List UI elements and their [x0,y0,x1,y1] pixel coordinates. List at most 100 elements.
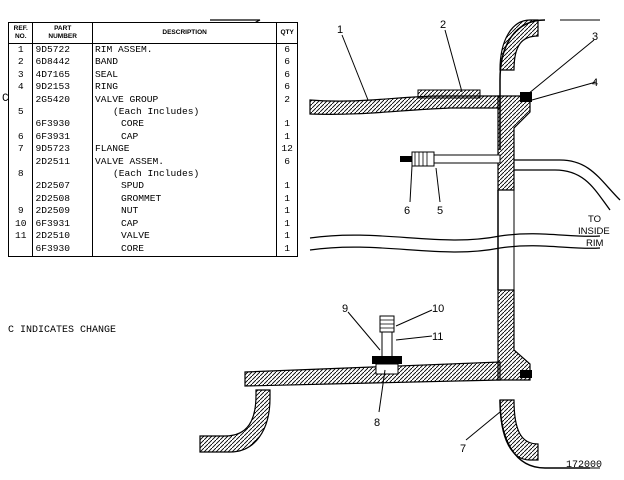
qty-cell: 2 [284,93,291,105]
to-rim-label-line2: INSIDE [578,226,610,237]
part-number-cell: 2G5420 [32,93,93,107]
description-cell: CAP [92,130,278,144]
tube-upper [514,159,621,201]
ref-cell: 5 [8,106,34,119]
part-number-cell: 2D2509 [32,205,93,218]
callout-11: 11 [432,331,443,343]
seal-bottom [520,370,532,378]
break-line-bottom [309,245,601,253]
ref-cell [8,155,34,169]
break-line-top [309,233,601,241]
upper-valve-stem [429,154,501,164]
part-number-cell: 6F3930 [32,242,93,257]
ref-cell: 6 [8,130,34,144]
description-cell: VALVE [92,230,278,243]
callout-10: 10 [432,303,444,315]
description-cell: SPUD [92,180,278,193]
left-lower-flange [199,389,271,453]
part-number-cell: 2D2508 [32,192,93,206]
tire-outer-edge [560,19,600,469]
qty-cell [277,106,298,118]
header-ref-line1: REF. [13,25,28,32]
qty-cell [277,168,298,180]
part-number-cell [32,168,93,181]
header-description: DESCRIPTION [91,22,278,44]
upper-rim-band [309,95,501,115]
part-number-cell: 2D2510 [32,230,93,243]
description-cell: NUT [92,205,278,218]
ref-cell [8,180,34,193]
ref-cell [8,192,34,206]
qty-cell: 1 [284,230,291,242]
header-part-number: PART NUMBER [32,22,93,44]
description-cell: SEAL [92,68,278,82]
description-text: CORE [120,242,144,254]
description-cell: VALVE GROUP [92,93,278,107]
description-text: SEAL [94,68,118,80]
change-mark: C [2,93,9,105]
description-text: GROMMET [120,192,162,204]
ref-cell: 10 [8,217,34,231]
ref-cell: 1 [8,43,34,57]
bottom-rim-flange [499,399,539,461]
qty-cell: 1 [284,192,291,204]
table-row: 8(Each Includes) [8,168,298,181]
description-text: CAP [120,217,139,229]
seal-top [520,92,532,102]
leader-lines [341,29,597,441]
part-number-cell: 6D8442 [32,56,93,69]
table-header-row: REF. NO. PART NUMBER DESCRIPTION QTY [7,22,298,44]
to-rim-label-line3: RIM [586,238,604,249]
part-number-cell: 4D7165 [32,68,93,82]
description-text: RING [94,81,118,93]
header-part-line1: PART [54,25,72,32]
qty-cell: 6 [284,56,291,68]
ref-cell: 8 [8,168,34,181]
ref-cell: 4 [8,81,34,94]
callout-5: 5 [437,205,443,217]
description-cell: FLANGE [92,143,278,156]
description-cell: CORE [92,242,278,257]
footnote: C INDICATES CHANGE [8,325,117,336]
callout-1: 1 [337,24,343,36]
upper-valve-tip [400,156,412,162]
description-text: SPUD [120,180,144,192]
upper-valve-threads [414,152,428,166]
description-cell: RING [92,81,278,94]
lower-rim-band [244,361,501,387]
qty-cell: 6 [284,155,291,167]
description-text: VALVE ASSEM. [94,155,165,167]
callout-7: 7 [460,443,466,455]
qty-cell: 6 [284,44,291,55]
description-cell: CAP [92,217,278,231]
part-number-cell: 6F3930 [32,118,93,131]
description-text: NUT [120,205,139,217]
qty-cell: 1 [284,217,291,229]
description-text: CORE [120,118,144,130]
lower-valve-stem [381,329,393,361]
top-rim-flange [499,19,539,71]
part-number-cell [32,106,93,119]
qty-cell: 1 [284,130,291,142]
description-text: FLANGE [94,143,130,155]
tube-lower [514,169,611,211]
rim-web [497,95,531,191]
header-ref: REF. NO. [7,22,34,44]
lower-valve-threads [380,319,394,329]
lower-valve-nut [372,356,402,364]
